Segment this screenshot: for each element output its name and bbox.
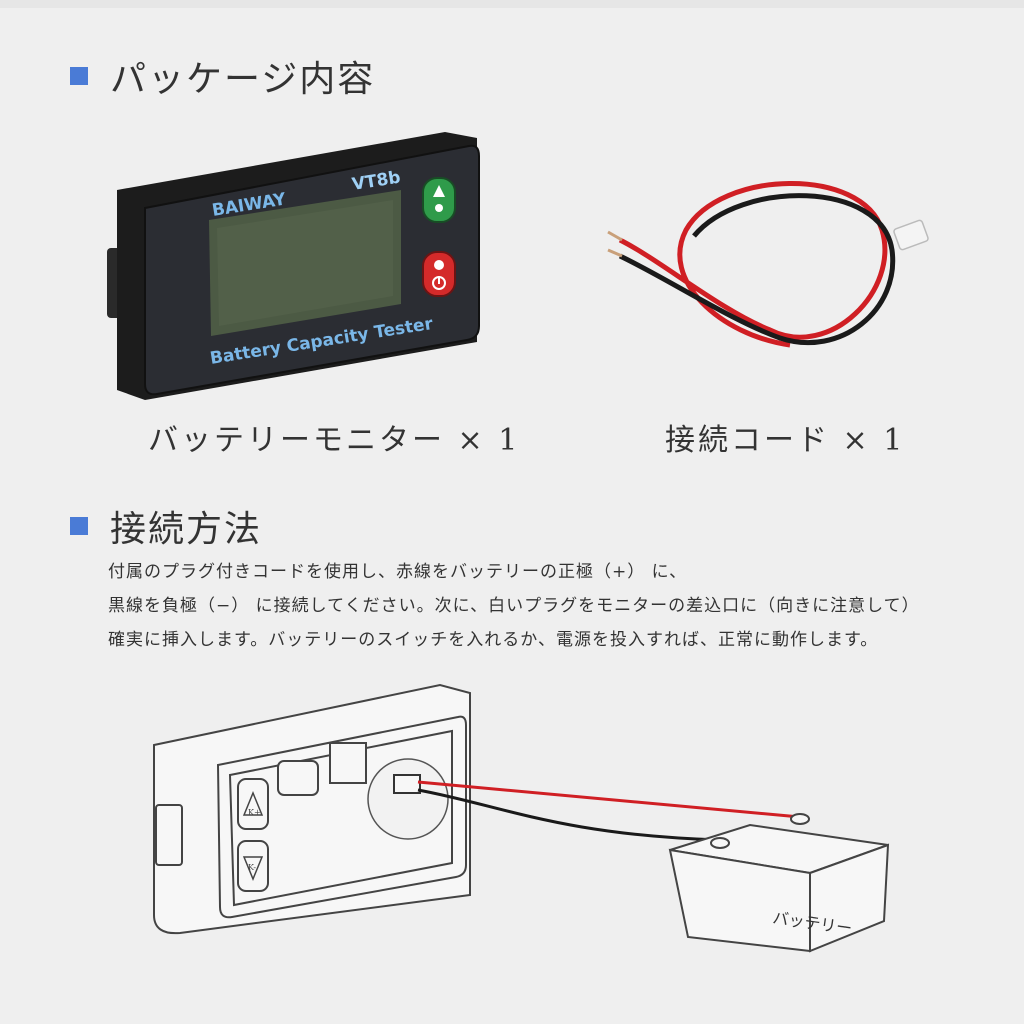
black-wire [618, 193, 896, 346]
square-bullet-icon [70, 67, 88, 85]
k-minus-button-icon: K- [237, 840, 269, 892]
svg-text:K+: K+ [248, 808, 261, 817]
window-port [277, 760, 319, 796]
package-section-title: パッケージ内容 [110, 59, 376, 100]
red-wire [618, 181, 888, 348]
instruction-line: 黒線を負極（−） に接続してください。次に、白いプラグをモニターの差込口に（向き… [108, 596, 920, 616]
battery-monitor-image: BAIWAY VT8b Battery Capacity Tester [107, 132, 480, 400]
instruction-line: 確実に挿入します。バッテリーのスイッチを入れるか、電源を投入すれば、正常に動作し… [108, 630, 879, 650]
k-plus-button-icon: K+ [237, 778, 269, 830]
square-bullet-icon [70, 517, 88, 535]
round-boss [367, 758, 449, 840]
connection-section-header: 接続方法 [70, 500, 262, 552]
instruction-line: 付属のプラグ付きコードを使用し、赤線をバッテリーの正極（+） に、 [108, 562, 688, 582]
red-power-button-icon [422, 251, 456, 297]
connection-cord-image [607, 181, 929, 348]
green-button-icon [422, 177, 456, 223]
socket-port [329, 742, 367, 784]
wiring-diagram: K+ K- バッテリー [153, 683, 890, 953]
plug-connector [393, 774, 421, 794]
top-divider [0, 0, 1024, 8]
red-wire [417, 780, 801, 819]
monitor-caption: バッテリーモニター × 1 [148, 423, 521, 458]
connection-section-title: 接続方法 [110, 509, 263, 550]
black-wire [417, 788, 721, 842]
battery-outline [668, 813, 890, 953]
svg-text:K-: K- [248, 863, 256, 872]
cord-caption: 接続コード × 1 [665, 423, 906, 458]
package-section-header: パッケージ内容 [70, 50, 375, 102]
connection-instructions: 付属のプラグ付きコードを使用し、赤線をバッテリーの正極（+） に、 黒線を負極（… [108, 555, 988, 657]
white-plug-icon [893, 219, 929, 251]
